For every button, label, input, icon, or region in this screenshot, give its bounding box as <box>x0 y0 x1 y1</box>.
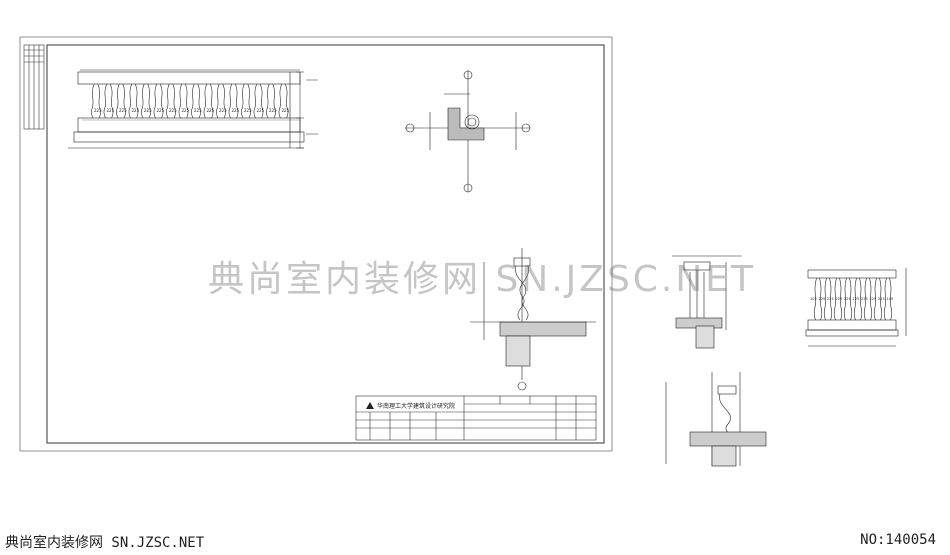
title-block <box>355 395 597 441</box>
dimension-label: 225 <box>827 297 834 301</box>
dimension-label: 225 <box>182 108 190 113</box>
vertical-dimension-line <box>296 71 318 149</box>
baluster <box>813 277 823 321</box>
dimension-label: 225 <box>107 108 115 113</box>
dimension-label: 225 <box>94 108 102 113</box>
balustrade-dimension-texts: 225 225 225 225 225 225 225 225 225 225 225 225 225 2… <box>94 108 290 113</box>
footer-site-name: 典尚室内装修网 SN.JZSC.NET <box>5 535 205 551</box>
baluster <box>823 277 833 321</box>
title-block-institute: 华南理工大学建筑设计研究院 <box>377 402 455 410</box>
dimension-label: 225 <box>870 297 877 301</box>
baluster <box>873 277 883 321</box>
baluster-section-center <box>470 248 596 391</box>
dimension-label: 225 <box>269 108 277 113</box>
baluster <box>216 83 226 119</box>
dimension-label: 225 <box>194 108 202 113</box>
baluster <box>883 277 893 321</box>
baluster <box>278 83 289 119</box>
baluster <box>141 83 151 119</box>
baluster <box>863 277 873 321</box>
dimension-label: 225 <box>861 297 868 301</box>
watermark-text: 典尚室内装修网 SN.JZSC.NET <box>208 259 757 300</box>
dimension-label: 225 <box>282 108 290 113</box>
dimension-label: 105 <box>887 297 894 301</box>
dimension-label: 225 <box>257 108 265 113</box>
baluster <box>843 277 853 321</box>
section-detail-right-top <box>672 255 742 349</box>
section-detail-right-bottom <box>665 372 767 467</box>
dimension-label: 225 <box>878 297 885 301</box>
corner-plan-detail <box>405 70 531 193</box>
dimension-label: 225 <box>132 108 140 113</box>
baluster <box>91 83 101 119</box>
dimension-label: 225 <box>144 108 152 113</box>
dimension-label: 225 <box>844 297 851 301</box>
baluster <box>203 83 214 119</box>
dimension-label: 225 <box>853 297 860 301</box>
dimension-label: 225 <box>219 108 227 113</box>
baluster <box>191 83 201 119</box>
dimension-label: 225 <box>207 108 215 113</box>
baluster <box>153 83 164 119</box>
sheet-border <box>19 36 613 452</box>
dimension-label: 225 <box>232 108 240 113</box>
baluster <box>166 83 176 119</box>
dimension-label: 225 <box>244 108 252 113</box>
dimension-label: 225 <box>119 108 127 113</box>
drawing-frame <box>46 44 605 444</box>
dimension-label: 225 <box>157 108 165 113</box>
dimension-label: 225 <box>819 297 826 301</box>
baluster <box>833 277 843 321</box>
revision-strip <box>23 44 45 130</box>
baluster <box>853 277 863 321</box>
baluster <box>178 83 189 119</box>
institute-logo-icon <box>366 402 374 409</box>
baluster <box>228 83 239 119</box>
balustrade-elevation-small <box>805 268 907 347</box>
footer-item-number: NO:140054 <box>860 532 936 548</box>
baluster <box>103 83 114 119</box>
baluster <box>266 83 276 119</box>
baluster <box>253 83 264 119</box>
dimension-label: 225 <box>836 297 843 301</box>
baluster <box>128 83 139 119</box>
baluster <box>241 83 251 119</box>
baluster <box>116 83 126 119</box>
dimension-label: 225 <box>169 108 177 113</box>
dimension-label: 105 <box>810 297 817 301</box>
